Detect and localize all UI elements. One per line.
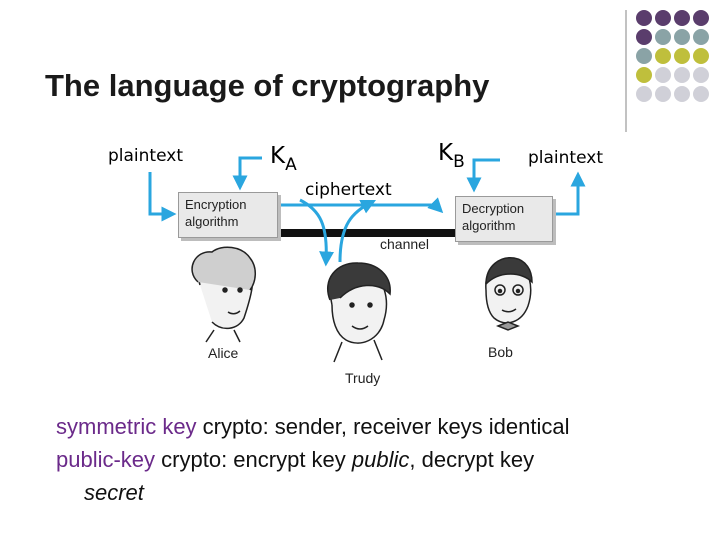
key-a-label: KA [270, 143, 297, 175]
plaintext-in-arrow [150, 172, 172, 214]
key-b-arrow [474, 160, 500, 188]
encryption-algorithm-box: Encryption algorithm [178, 192, 278, 238]
channel-label: channel [380, 236, 429, 252]
public-key-term: public-key [56, 447, 155, 472]
alice-label: Alice [208, 345, 238, 361]
decryption-box-line2: algorithm [462, 217, 546, 234]
bob-label: Bob [488, 344, 513, 360]
public-key-line: public-key crypto: encrypt key public, d… [56, 443, 706, 476]
encryption-box-line1: Encryption [185, 196, 271, 213]
plaintext-out-arrow [556, 176, 578, 214]
symmetric-key-line: symmetric key crypto: sender, receiver k… [56, 410, 706, 443]
decryption-box-line1: Decryption [462, 200, 546, 217]
trudy-label: Trudy [345, 370, 380, 386]
trudy-figure [328, 263, 390, 362]
ciphertext-arrow [270, 205, 440, 210]
bullet-text: symmetric key crypto: sender, receiver k… [56, 410, 706, 509]
ciphertext-label: ciphertext [305, 180, 392, 200]
symmetric-key-term: symmetric key [56, 414, 197, 439]
plaintext-label-left: plaintext [108, 146, 183, 166]
bob-figure [486, 258, 532, 330]
encryption-box-line2: algorithm [185, 213, 271, 230]
crypto-diagram [0, 0, 720, 400]
alice-figure [192, 247, 255, 342]
key-b-label: KB [438, 140, 465, 172]
plaintext-label-right: plaintext [528, 148, 603, 168]
secret-line: secret [56, 476, 706, 509]
decryption-algorithm-box: Decryption algorithm [455, 196, 553, 242]
key-a-arrow [240, 158, 262, 186]
